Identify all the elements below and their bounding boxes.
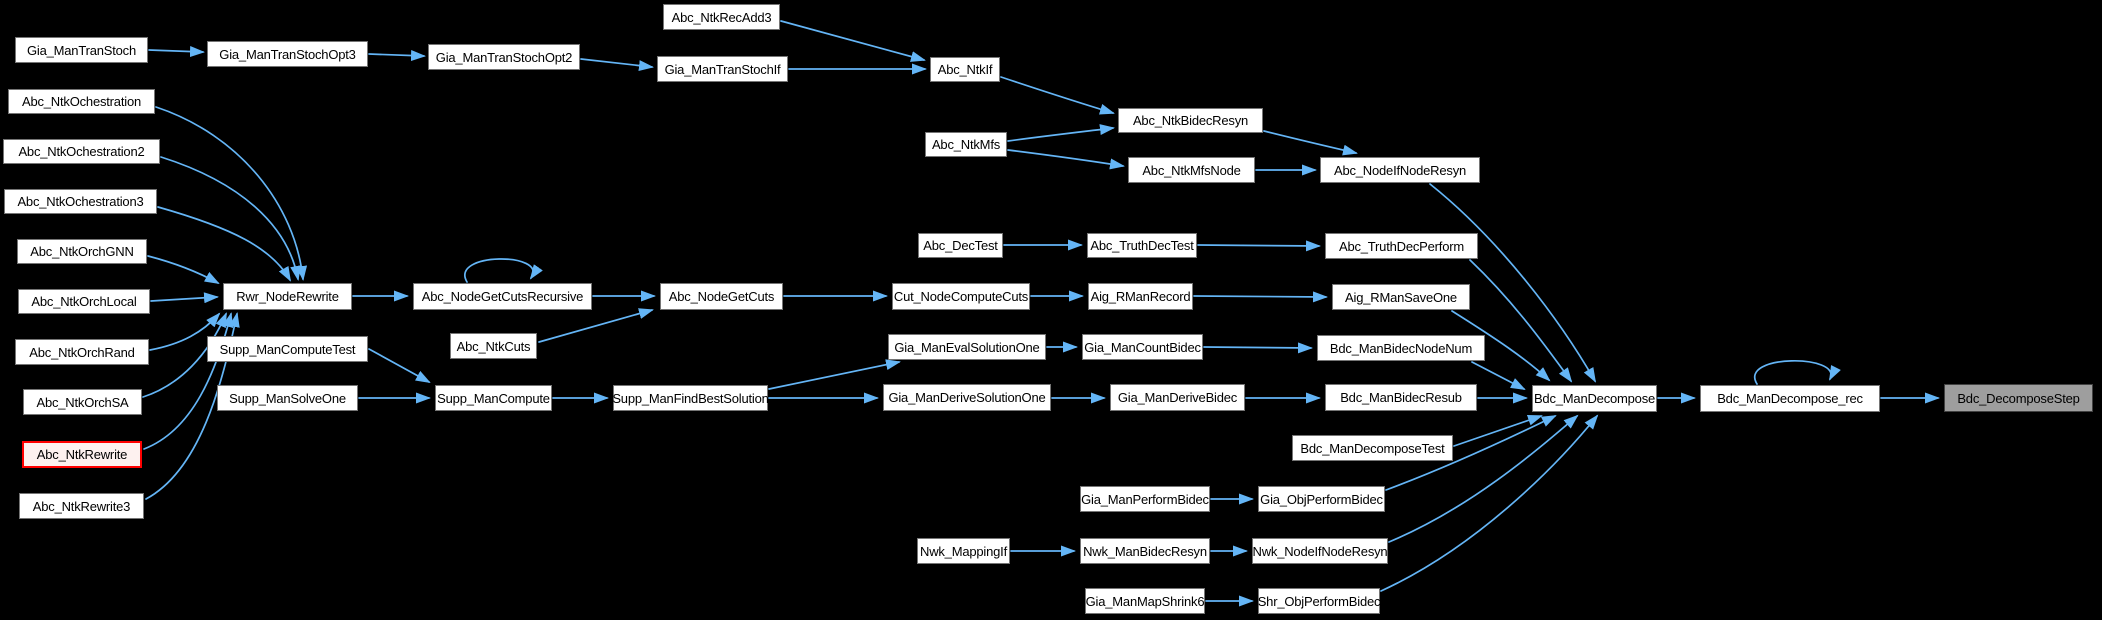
- graph-node-Bdc_ManBidecResub[interactable]: Bdc_ManBidecResub: [1325, 384, 1477, 411]
- edge-n15-to-n20: [580, 58, 654, 72]
- graph-node-Bdc_ManDecompose_rec[interactable]: Bdc_ManDecompose_rec: [1700, 385, 1880, 412]
- graph-node-Supp_ManComputeTest[interactable]: Supp_ManComputeTest: [207, 336, 368, 362]
- edge-n33-to-n41: [1193, 291, 1328, 303]
- graph-node-Abc_NtkRecAdd3[interactable]: Abc_NtkRecAdd3: [663, 4, 780, 30]
- edge-n40-to-n48: [1469, 259, 1573, 383]
- edge-n46-to-n48: [1388, 414, 1579, 543]
- edge-n41-to-n48: [1451, 310, 1551, 382]
- graph-node-Abc_NodeGetCuts[interactable]: Abc_NodeGetCuts: [660, 283, 783, 310]
- graph-node-Gia_ManTranStochOpt2[interactable]: Gia_ManTranStochOpt2: [428, 44, 580, 70]
- edge-n6-to-n12: [150, 292, 219, 304]
- graph-node-Bdc_DecomposeStep: Bdc_DecomposeStep: [1944, 384, 2093, 412]
- graph-node-Abc_NtkOchestration3[interactable]: Abc_NtkOchestration3: [4, 189, 157, 214]
- graph-node-Bdc_ManBidecNodeNum[interactable]: Bdc_ManBidecNodeNum: [1317, 335, 1485, 361]
- graph-node-Gia_ManCountBidec[interactable]: Gia_ManCountBidec: [1082, 334, 1203, 360]
- graph-node-Abc_NtkMfsNode[interactable]: Abc_NtkMfsNode: [1128, 157, 1255, 183]
- graph-node-Abc_NtkIf[interactable]: Abc_NtkIf: [930, 57, 1000, 82]
- edge-selfloop-n49-to-n49: [1753, 360, 1841, 385]
- edge-n11-to-n15: [368, 50, 426, 62]
- edge-n47-to-n48: [1380, 414, 1599, 592]
- edge-n5-to-n12: [147, 255, 220, 284]
- edge-n22-to-n27: [768, 359, 901, 390]
- graph-node-Nwk_MappingIf[interactable]: Nwk_MappingIf: [917, 538, 1010, 564]
- graph-node-Abc_NtkRewrite[interactable]: Abc_NtkRewrite: [22, 441, 142, 468]
- graph-node-Abc_NtkRewrite3[interactable]: Abc_NtkRewrite3: [19, 493, 144, 519]
- graph-node-Gia_ManMapShrink6[interactable]: Gia_ManMapShrink6: [1085, 588, 1205, 614]
- graph-node-Nwk_NodeIfNodeResyn[interactable]: Nwk_NodeIfNodeResyn: [1252, 538, 1388, 564]
- graph-node-Abc_NtkOrchRand[interactable]: Abc_NtkOrchRand: [15, 339, 149, 365]
- graph-node-Abc_NtkOrchSA[interactable]: Abc_NtkOrchSA: [23, 389, 142, 415]
- edge-n23-to-n30: [1000, 76, 1115, 115]
- edge-n17-to-n21: [538, 308, 654, 343]
- edge-n19-to-n23: [780, 20, 926, 62]
- edge-n32-to-n40: [1197, 240, 1321, 252]
- graph-node-Cut_NodeComputeCuts[interactable]: Cut_NodeComputeCuts: [892, 283, 1030, 310]
- graph-node-Gia_ManPerformBidec[interactable]: Gia_ManPerformBidec: [1080, 486, 1210, 512]
- edge-n30-to-n39: [1263, 130, 1358, 156]
- edge-n42-to-n48: [1471, 361, 1526, 390]
- graph-node-Abc_NtkCuts[interactable]: Abc_NtkCuts: [450, 333, 537, 359]
- graph-node-Abc_TruthDecPerform[interactable]: Abc_TruthDecPerform: [1325, 233, 1478, 259]
- graph-node-Abc_NtkMfs[interactable]: Abc_NtkMfs: [925, 132, 1007, 157]
- edge-n3-to-n12: [160, 156, 302, 281]
- graph-node-Nwk_ManBidecResyn[interactable]: Nwk_ManBidecResyn: [1080, 538, 1210, 564]
- graph-node-Gia_ManDeriveBidec[interactable]: Gia_ManDeriveBidec: [1110, 384, 1245, 411]
- graph-node-Gia_ManTranStoch[interactable]: Gia_ManTranStoch: [15, 37, 148, 63]
- graph-node-Abc_NtkOrchGNN[interactable]: Abc_NtkOrchGNN: [17, 239, 147, 264]
- graph-node-Gia_ManTranStochOpt3[interactable]: Gia_ManTranStochOpt3: [207, 41, 368, 67]
- graph-node-Bdc_ManDecompose[interactable]: Bdc_ManDecompose: [1532, 385, 1657, 412]
- edge-n44-to-n48: [1453, 415, 1543, 447]
- edge-n39-to-n48: [1429, 183, 1596, 383]
- edge-selfloop-n16-to-n16: [464, 258, 543, 283]
- graph-node-Gia_ManDeriveSolutionOne[interactable]: Gia_ManDeriveSolutionOne: [883, 384, 1051, 411]
- graph-node-Abc_NtkOrchLocal[interactable]: Abc_NtkOrchLocal: [18, 289, 150, 314]
- edge-n8-to-n12: [142, 312, 227, 398]
- edge-n7-to-n12: [149, 312, 221, 351]
- graph-node-Rwr_NodeRewrite[interactable]: Rwr_NodeRewrite: [223, 283, 352, 310]
- edge-n24-to-n31: [1007, 149, 1125, 170]
- graph-node-Abc_NodeIfNodeResyn[interactable]: Abc_NodeIfNodeResyn: [1320, 157, 1480, 183]
- graph-node-Abc_NtkOchestration[interactable]: Abc_NtkOchestration: [8, 89, 155, 114]
- edge-n24-to-n30: [1007, 124, 1115, 142]
- graph-node-Supp_ManFindBestSolution[interactable]: Supp_ManFindBestSolution: [612, 385, 769, 411]
- graph-node-Gia_ManEvalSolutionOne[interactable]: Gia_ManEvalSolutionOne: [888, 334, 1046, 360]
- graph-node-Abc_TruthDecTest[interactable]: Abc_TruthDecTest: [1087, 233, 1197, 258]
- edge-n9-to-n12: [143, 312, 234, 450]
- graph-node-Gia_ManTranStochIf[interactable]: Gia_ManTranStochIf: [657, 56, 788, 82]
- graph-node-Abc_NodeGetCutsRecursive[interactable]: Abc_NodeGetCutsRecursive: [413, 283, 592, 310]
- graph-node-Abc_NtkBidecResyn[interactable]: Abc_NtkBidecResyn: [1118, 108, 1263, 133]
- graph-node-Aig_RManSaveOne[interactable]: Aig_RManSaveOne: [1332, 284, 1470, 310]
- graph-node-Aig_RManRecord[interactable]: Aig_RManRecord: [1088, 283, 1193, 310]
- edge-n45-to-n48: [1385, 415, 1557, 491]
- edge-n4-to-n12: [157, 206, 291, 282]
- edge-n13-to-n18: [368, 348, 431, 383]
- graph-node-Bdc_ManDecomposeTest[interactable]: Bdc_ManDecomposeTest: [1292, 435, 1453, 461]
- edge-n2-to-n12: [155, 106, 308, 281]
- graph-node-Gia_ObjPerformBidec[interactable]: Gia_ObjPerformBidec: [1258, 486, 1385, 512]
- graph-node-Abc_DecTest[interactable]: Abc_DecTest: [918, 233, 1003, 258]
- edge-n1-to-n11: [148, 46, 205, 58]
- graph-node-Shr_ObjPerformBidec[interactable]: Shr_ObjPerformBidec: [1258, 588, 1381, 614]
- edge-n34-to-n42: [1203, 342, 1313, 354]
- graph-node-Supp_ManSolveOne[interactable]: Supp_ManSolveOne: [217, 385, 358, 411]
- graph-node-Supp_ManCompute[interactable]: Supp_ManCompute: [435, 385, 552, 411]
- graph-node-Abc_NtkOchestration2[interactable]: Abc_NtkOchestration2: [3, 139, 160, 164]
